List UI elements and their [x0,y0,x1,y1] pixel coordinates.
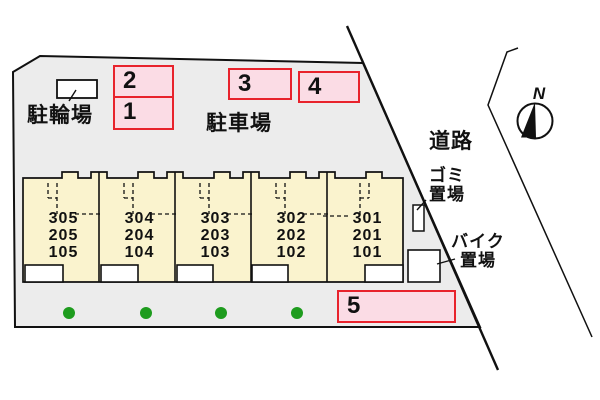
garbage-area-label: ゴミ 置場 [422,166,472,204]
unit-room-numbers: 302 202 102 [251,210,327,261]
room-number: 303 [200,210,231,227]
building-outline [22,171,404,283]
entrance-door [176,264,214,283]
entrance-door [364,264,404,283]
room-number: 204 [124,227,155,244]
tree-icon [140,307,152,319]
parking-space-1: 1 [113,96,174,130]
entrance-door [24,264,64,283]
bicycle-parking-label: 駐輪場 [27,104,93,127]
road-right-edge-line [487,47,593,338]
compass-north-label: N [532,84,546,103]
unit-divider-lines [98,172,328,282]
entrance-doors [24,264,404,283]
tree-icons [63,307,303,319]
bicycle-parking-leader-line [68,89,77,102]
garbage-area-leader-line [416,199,427,211]
bike-area-label-line1: バイク [451,232,505,251]
room-number: 305 [48,210,79,227]
bike-area-leader-line [436,258,456,265]
parking-space-5: 5 [337,290,456,323]
parking-space-number: 2 [123,67,137,94]
bike-area-label: バイク 置場 [447,232,509,270]
unit-room-numbers: 303 203 103 [175,210,251,261]
room-number: 105 [48,244,79,261]
room-number: 205 [48,227,79,244]
room-number: 301 [352,210,383,227]
garbage-area-label-line1: ゴミ [429,166,465,185]
parking-space-number: 3 [238,70,252,97]
room-number: 104 [124,244,155,261]
parking-space-number: 1 [123,98,137,125]
parking-space-2: 2 [113,65,174,98]
room-number: 304 [124,210,155,227]
unit-room-numbers: 305 205 105 [23,210,99,261]
room-number: 102 [276,244,307,261]
parking-space-4: 4 [298,71,360,103]
parking-space-number: 5 [347,292,361,319]
parking-space-3: 3 [228,68,292,100]
room-number: 103 [200,244,231,261]
entrance-door [251,264,289,283]
compass-icon [516,102,554,140]
tree-icon [215,307,227,319]
parking-space-number: 4 [308,73,322,100]
room-number: 302 [276,210,307,227]
garbage-area-label-line2: 置場 [429,185,465,204]
tree-icon [63,307,75,319]
garbage-area-rect [412,204,425,232]
room-number: 101 [352,244,383,261]
unit-room-numbers: 304 204 104 [99,210,175,261]
road-label: 道路 [429,130,473,153]
entrance-door [100,264,139,283]
bicycle-parking-rect [56,79,98,99]
tree-icon [291,307,303,319]
room-number: 203 [200,227,231,244]
interior-dashed-lines [47,183,370,217]
unit-room-numbers: 301 201 101 [327,210,403,261]
parking-lot-label: 駐車場 [206,112,272,135]
room-number: 201 [352,227,383,244]
road-left-edge-line [345,25,500,371]
bike-area-label-line2: 置場 [460,251,496,270]
room-number: 202 [276,227,307,244]
bike-area-rect [407,249,441,283]
